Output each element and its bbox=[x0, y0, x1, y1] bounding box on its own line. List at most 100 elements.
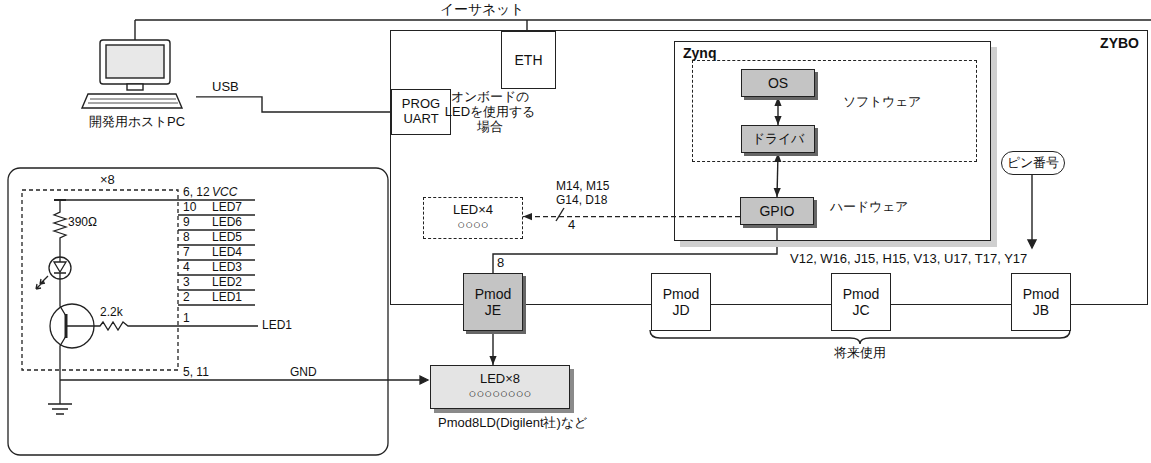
text-label: LED7 bbox=[212, 201, 242, 215]
node-label: Pmod JE bbox=[472, 286, 514, 318]
node-box: OS bbox=[741, 69, 815, 97]
base-resistor bbox=[66, 322, 258, 330]
node-text: LED×4○○○○ bbox=[453, 203, 493, 233]
node-box: LED×8○○○○○○○○ bbox=[430, 365, 570, 409]
node-box: ピン番号 bbox=[1001, 151, 1065, 175]
text-label: M14, M15 bbox=[556, 180, 609, 194]
node-label: ETH bbox=[515, 52, 543, 68]
node-box: Pmod JD bbox=[651, 273, 711, 331]
pin-lines bbox=[178, 215, 255, 305]
node-label: ピン番号 bbox=[1007, 156, 1059, 171]
text-label: 5, 11 bbox=[183, 366, 209, 380]
edge-label: USB bbox=[212, 80, 239, 95]
node-label: Zynq bbox=[683, 45, 716, 61]
text-label: 2 bbox=[183, 291, 190, 305]
node-box: ドライバ bbox=[741, 125, 815, 153]
text-label: 3 bbox=[183, 276, 190, 290]
pin-leaders bbox=[556, 175, 1070, 344]
node-text: PROG UART bbox=[392, 97, 450, 127]
text-label: LED1 bbox=[212, 291, 242, 305]
pin-number-leader bbox=[1031, 175, 1032, 242]
text-label: 10 bbox=[183, 201, 196, 215]
node-label: LED×4 bbox=[453, 203, 493, 218]
node-text: ETH bbox=[515, 52, 543, 68]
bus-width-slash bbox=[556, 208, 564, 221]
node-text: ZYBO bbox=[1100, 35, 1139, 51]
text-label: LED6 bbox=[212, 216, 242, 230]
repeat-group-box bbox=[22, 190, 178, 370]
node-label: ドライバ bbox=[752, 132, 804, 147]
ground-symbol bbox=[48, 380, 72, 414]
connector bbox=[196, 97, 391, 112]
edge-label: 8 bbox=[497, 256, 504, 271]
text-label: 7 bbox=[183, 246, 190, 260]
diode-triangle bbox=[54, 262, 66, 272]
node-text: Pmod JC bbox=[840, 286, 882, 318]
light-arrows bbox=[36, 276, 48, 289]
text-label: GND bbox=[290, 366, 317, 380]
node-label: Pmod JC bbox=[840, 286, 882, 318]
gnd-arrowhead bbox=[420, 376, 428, 384]
edge-label: 4 bbox=[568, 218, 575, 233]
connector bbox=[492, 331, 493, 365]
node-label: ○○○○○○○○ bbox=[469, 387, 532, 402]
gnd-wire bbox=[60, 379, 426, 380]
connector bbox=[777, 153, 778, 197]
text-label: LED3 bbox=[212, 261, 242, 275]
text-label: 将来使用 bbox=[834, 346, 886, 361]
monitor bbox=[100, 40, 170, 84]
monitor-stand bbox=[127, 84, 143, 90]
node-label: GPIO bbox=[759, 203, 794, 219]
node-label: Pmod JD bbox=[660, 286, 702, 318]
text-label: 9 bbox=[183, 216, 190, 230]
schematic-panel bbox=[8, 168, 388, 455]
screen bbox=[106, 45, 164, 78]
node-text: 開発用ホストPC bbox=[78, 115, 196, 130]
node-box: Pmod JC bbox=[831, 273, 891, 331]
text-label: LED4 bbox=[212, 246, 242, 260]
text-label: VCC bbox=[212, 186, 237, 200]
text-label: V12, W16, J15, H15, V13, U17, T17, Y17 bbox=[790, 252, 1027, 267]
text-label: 2.2k bbox=[100, 306, 123, 320]
text-label: 6, 12 bbox=[183, 186, 210, 200]
node-box: 開発用ホストPC bbox=[78, 38, 196, 130]
text-label: イーサネット bbox=[440, 1, 524, 17]
text-label: G14, D18 bbox=[556, 194, 607, 208]
node-text: LED×8○○○○○○○○ bbox=[469, 372, 532, 402]
text-label: Pmod8LD(Digilent社)など bbox=[438, 416, 587, 431]
node-label: ソフトウェア bbox=[843, 95, 921, 110]
text-label: LED2 bbox=[212, 276, 242, 290]
text-label: LED1 bbox=[262, 319, 292, 333]
node-label: OS bbox=[768, 75, 788, 91]
node-text: ピン番号 bbox=[1007, 156, 1059, 171]
keyboard-keys bbox=[88, 99, 178, 103]
node-box: Pmod JE bbox=[463, 273, 523, 331]
collector-wire bbox=[54, 273, 66, 316]
leader-arrowhead bbox=[1028, 240, 1036, 248]
node-box: LED×4○○○○ bbox=[423, 197, 523, 239]
node-text: OS bbox=[768, 75, 788, 91]
keyboard bbox=[82, 94, 182, 108]
node-text: ドライバ bbox=[752, 132, 804, 147]
node-text: GPIO bbox=[759, 203, 794, 219]
text-label: 4 bbox=[183, 261, 190, 275]
text-label: ハードウェア bbox=[830, 200, 908, 215]
node-box: PROG UART bbox=[391, 89, 451, 135]
node-label: LED×8 bbox=[469, 372, 532, 387]
ethernet-bus bbox=[135, 19, 1151, 20]
node-text: Zynq bbox=[683, 45, 716, 61]
connector bbox=[523, 216, 740, 217]
node-text: Pmod JB bbox=[1020, 286, 1062, 318]
emitter-wire bbox=[60, 336, 66, 380]
connector bbox=[493, 225, 777, 273]
text-label: オンボードのLEDを使用する場合 bbox=[442, 90, 538, 135]
resistor-symbol bbox=[54, 200, 66, 262]
node-box: GPIO bbox=[740, 197, 814, 225]
text-label: 390Ω bbox=[68, 216, 97, 230]
node-label: ZYBO bbox=[1100, 35, 1139, 51]
node-label: 開発用ホストPC bbox=[78, 115, 196, 130]
node-box: Pmod JB bbox=[1011, 273, 1071, 331]
